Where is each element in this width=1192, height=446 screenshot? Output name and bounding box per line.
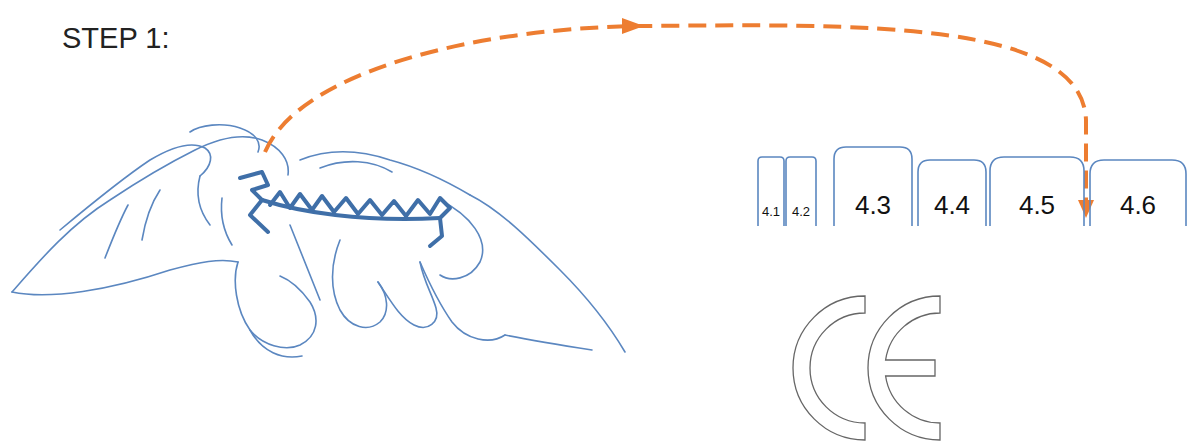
tooth-contour [758,157,784,226]
hands-sketch [12,125,625,357]
tooth-node: 4.1 [758,157,784,226]
dental-splint [240,172,450,246]
orange-dashed-arrow [265,18,1094,218]
tooth-node: 4.3 [834,147,912,226]
tooth-number: 4.3 [834,192,912,218]
tooth-contour [1090,160,1186,226]
tooth-number: 4.2 [786,205,816,218]
tooth-number: 4.6 [1090,192,1186,218]
tooth-contour [918,160,986,226]
ce-mark [793,296,940,440]
tooth-contour [990,157,1084,226]
tooth-contour [786,157,816,226]
tooth-node: 4.2 [786,157,816,226]
tooth-number: 4.1 [758,205,784,218]
tooth-node: 4.6 [1090,160,1186,226]
step-heading: STEP 1: [62,22,169,55]
tooth-number: 4.5 [990,192,1084,218]
tooth-node: 4.4 [918,160,986,226]
tooth-number: 4.4 [918,192,986,218]
tooth-node: 4.5 [990,157,1084,226]
tooth-contour [834,147,912,226]
